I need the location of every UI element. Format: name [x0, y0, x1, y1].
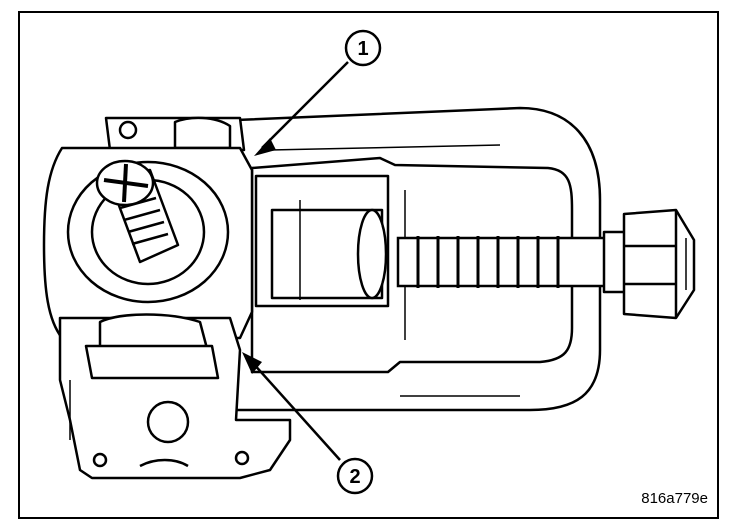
callout-1-arrowhead [254, 138, 276, 156]
callout-2-arrowhead [242, 352, 262, 374]
steering-knuckle [42, 116, 292, 480]
callout-2: 2 [242, 352, 374, 495]
forcing-screw [396, 236, 610, 288]
hex-nut [602, 208, 696, 320]
figure-code: 816a779e [641, 490, 708, 507]
callout-2-number: 2 [349, 466, 360, 488]
callout-2-circle [336, 457, 374, 495]
receiver-cup [254, 174, 390, 308]
figure-frame [18, 11, 719, 519]
callout-1: 1 [254, 29, 382, 156]
callout-1-circle [344, 29, 382, 67]
callout-2-leader [251, 361, 341, 461]
callout-1-leader [261, 61, 349, 149]
callout-1-number: 1 [357, 38, 368, 60]
